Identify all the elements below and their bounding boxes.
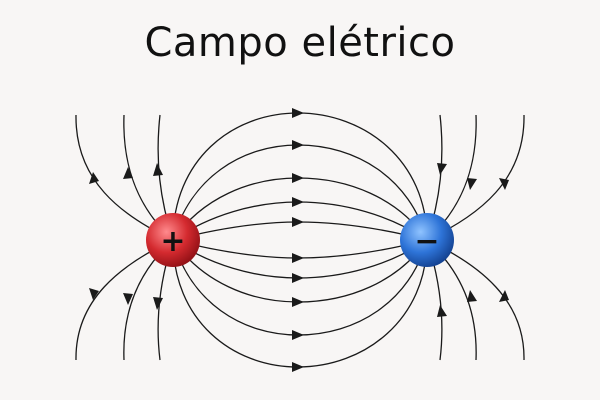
positive-sign: + bbox=[160, 224, 185, 259]
field-line bbox=[172, 239, 428, 336]
diagram-title: Campo elétrico bbox=[144, 20, 456, 66]
arrow bbox=[437, 163, 447, 175]
arrow bbox=[123, 167, 133, 179]
arrow bbox=[292, 108, 304, 118]
arrow bbox=[292, 173, 304, 183]
arrow bbox=[153, 297, 163, 310]
negative-charge: − bbox=[400, 213, 454, 267]
negative-sign: − bbox=[414, 224, 439, 259]
arrow bbox=[437, 305, 447, 317]
central-field-lines bbox=[172, 112, 428, 368]
arrow bbox=[153, 163, 163, 176]
arrow bbox=[89, 288, 99, 300]
arrow bbox=[292, 140, 304, 150]
central-arrows bbox=[292, 108, 304, 372]
field-line bbox=[172, 144, 428, 241]
field-line bbox=[172, 239, 428, 259]
arrow bbox=[467, 178, 477, 190]
arrow bbox=[292, 253, 304, 263]
positive-charge: + bbox=[146, 213, 200, 267]
arrow bbox=[123, 293, 133, 305]
arrow bbox=[292, 197, 304, 207]
arrow bbox=[292, 330, 304, 340]
arrow bbox=[89, 172, 99, 184]
arrow bbox=[292, 273, 304, 283]
arrow bbox=[292, 362, 304, 372]
arrow bbox=[499, 290, 509, 302]
arrow bbox=[499, 178, 509, 190]
arrow bbox=[292, 297, 304, 307]
arrow bbox=[292, 217, 304, 227]
arrow bbox=[467, 290, 477, 302]
negative-outer-arrows bbox=[437, 163, 509, 317]
field-line bbox=[172, 221, 428, 241]
positive-outer-arrows bbox=[89, 163, 163, 310]
